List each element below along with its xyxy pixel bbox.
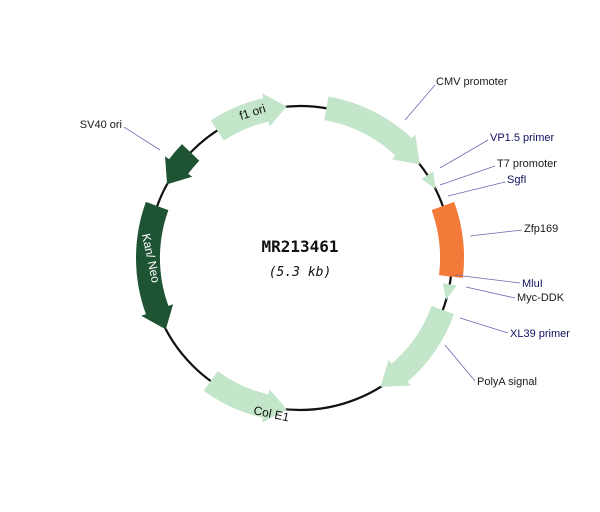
zfp169-label: Zfp169 xyxy=(524,223,558,235)
xl39-primer-label: XL39 primer xyxy=(510,328,570,340)
myc-ddk-arrowhead xyxy=(442,283,457,300)
leader-polya xyxy=(444,344,476,382)
leader-lines xyxy=(123,84,523,382)
leader-vp15 xyxy=(439,139,489,169)
zfp169-orf-box xyxy=(431,201,465,278)
features-layer xyxy=(136,93,465,423)
plasmid-size: (5.3 kb) xyxy=(269,265,332,280)
col-e1-arc-label: Col E1 xyxy=(252,403,290,424)
cmv-promoter-label: CMV promoter xyxy=(436,76,508,88)
leader-t7 xyxy=(439,165,496,186)
kan-neo-arrow xyxy=(136,201,174,330)
leader-zfp169 xyxy=(469,229,523,237)
mlui-label: MluI xyxy=(522,278,543,290)
sv40-ori-label: SV40 ori xyxy=(80,119,122,131)
polya-signal-arrow xyxy=(380,305,455,387)
cmv-promoter-arrow xyxy=(324,96,420,165)
plasmid-name: MR213461 xyxy=(261,237,338,256)
leader-myc xyxy=(465,286,516,299)
leader-sv40 xyxy=(123,126,161,151)
myc-ddk-label: Myc-DDK xyxy=(517,292,565,304)
sv40-ori-arrow xyxy=(165,144,200,185)
polya-signal-label: PolyA signal xyxy=(477,376,537,388)
f1-ori-arrow xyxy=(210,93,287,141)
leader-cmv xyxy=(404,84,436,121)
t7-tag-arrowhead xyxy=(421,171,436,189)
leader-mlui xyxy=(454,274,521,284)
leader-xl39 xyxy=(459,317,509,334)
sgfi-label: SgfI xyxy=(507,174,527,186)
leader-sgfi xyxy=(447,181,506,197)
col-e1-arrow xyxy=(203,371,287,423)
t7-promoter-label: T7 promoter xyxy=(497,158,557,170)
vp15-primer-label: VP1.5 primer xyxy=(490,132,555,144)
